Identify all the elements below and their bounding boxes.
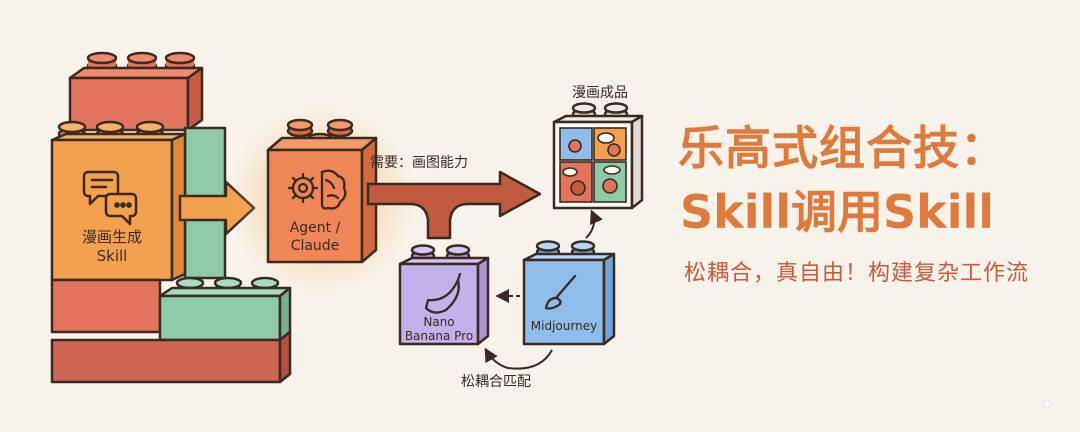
bottom-plate [50, 338, 282, 384]
loose-match-label: 松耦合匹配 [461, 374, 531, 390]
agent-label-2: Claude [291, 238, 340, 254]
headline-title-line2: Skill调用Skill [680, 185, 995, 239]
sparkle-icon: ✦ [1040, 395, 1054, 414]
banana-icon [424, 272, 462, 314]
lower-red-brick [50, 278, 162, 334]
top-brick [68, 76, 190, 132]
green-brick [158, 294, 282, 342]
main-skill-brick[interactable] [50, 138, 174, 282]
chat-bubbles-icon [82, 170, 138, 226]
midjourney-to-comic-arrow [585, 209, 603, 239]
headline-title-line1: 乐高式组合技： [678, 121, 1007, 175]
main-skill-label-2: Skill [97, 247, 128, 265]
agent-to-comic-arrow [366, 170, 542, 240]
comic-panels-icon [559, 127, 627, 203]
top-brick-top [68, 66, 204, 80]
main-brick-stack [50, 51, 292, 384]
nano-label-1: Nano [423, 315, 454, 329]
nano-label-2: Banana Pro [405, 329, 473, 343]
agent-label-1: Agent / [290, 220, 341, 236]
loose-match-arrow [484, 347, 553, 370]
nano-banana-brick[interactable] [398, 244, 490, 346]
midjourney-label: Midjourney [531, 319, 597, 333]
gear-brain-icon [287, 169, 347, 210]
main-skill-label-1: 漫画生成 [82, 228, 142, 246]
agent-brick[interactable] [266, 118, 378, 264]
comic-output-label: 漫画成品 [572, 85, 628, 101]
paintbrush-icon [544, 274, 577, 310]
midjourney-brick[interactable] [522, 240, 616, 346]
need-ability-label: 需要：画图能力 [370, 155, 468, 171]
headline-subtitle: 松耦合，真自由！构建复杂工作流 [684, 261, 1030, 286]
